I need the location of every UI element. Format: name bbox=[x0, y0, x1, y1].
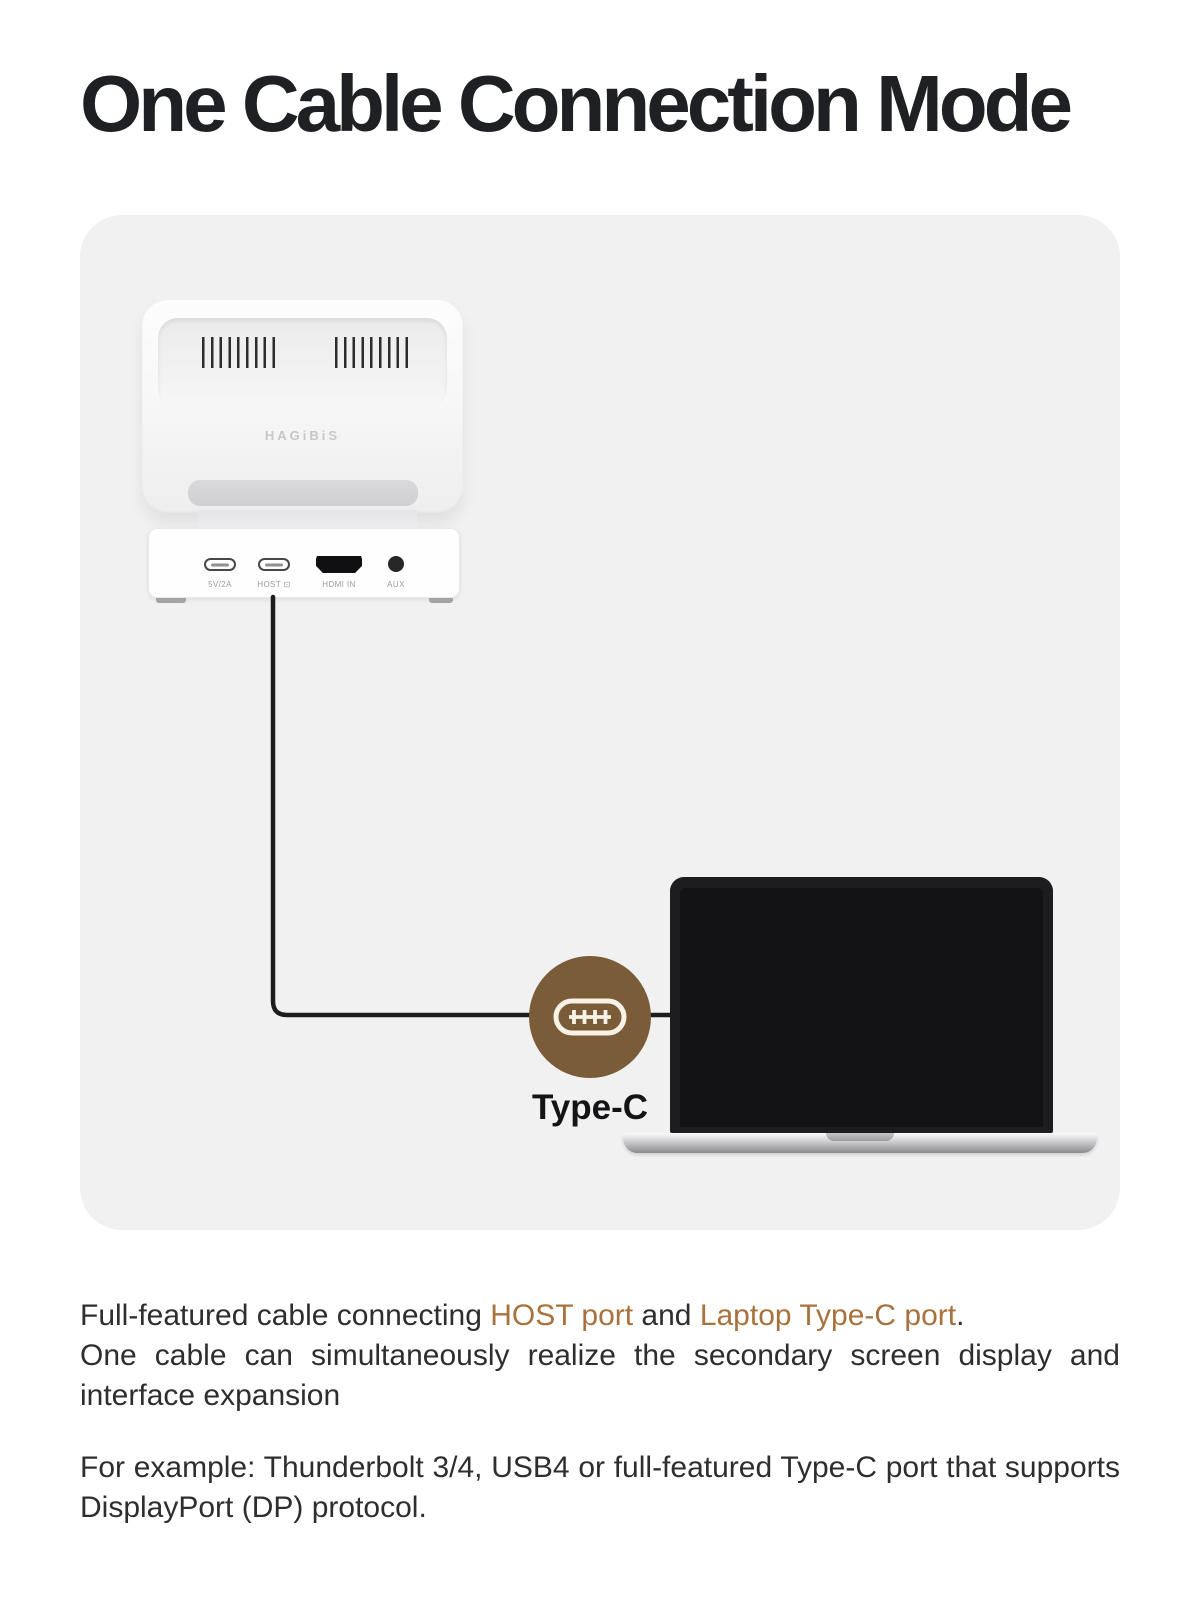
type-c-label: Type-C bbox=[531, 1088, 649, 1127]
host-port-highlight: HOST port bbox=[490, 1299, 634, 1332]
usb-c-port-host bbox=[258, 558, 290, 571]
port-label-hdmi-in: HDMI IN bbox=[322, 580, 356, 589]
vent-grille-right bbox=[335, 337, 408, 368]
brand-label: HAGiBiS bbox=[264, 428, 341, 443]
usb-c-connector-icon bbox=[553, 998, 627, 1036]
description-text: . bbox=[956, 1299, 965, 1332]
laptop-lid-notch bbox=[826, 1133, 894, 1141]
description-text: Full-featured cable connecting bbox=[80, 1299, 491, 1332]
laptop-typec-highlight: Laptop Type-C port bbox=[699, 1299, 957, 1332]
dock-base: 5V/2A HOST ⊡ HDMI IN AUX bbox=[148, 528, 460, 603]
type-c-badge bbox=[529, 956, 651, 1078]
laptop-base bbox=[623, 1133, 1097, 1153]
dock-foot-right bbox=[429, 598, 453, 603]
page-title: One Cable Connection Mode bbox=[80, 59, 1073, 148]
description-line2: One cable can simultaneously realize the… bbox=[80, 1339, 1120, 1412]
hdmi-in-port bbox=[316, 556, 362, 573]
dock-display-back: HAGiBiS bbox=[142, 300, 463, 513]
dock-stand-wedge bbox=[188, 480, 418, 506]
example-paragraph: For example: Thunderbolt 3/4, USB4 or fu… bbox=[80, 1451, 1120, 1524]
usb-c-port-5v2a bbox=[204, 558, 236, 571]
laptop-screen-panel bbox=[680, 888, 1043, 1127]
port-label-host: HOST ⊡ bbox=[257, 580, 291, 589]
aux-port bbox=[388, 556, 404, 572]
diagram-panel: HAGiBiS 5V/2A HOST ⊡ HDMI IN AUX bbox=[80, 215, 1120, 1230]
laptop-screen bbox=[670, 877, 1053, 1133]
description-paragraph: Full-featured cable connecting HOST port… bbox=[80, 1296, 1120, 1416]
description-text: and bbox=[633, 1299, 700, 1332]
vent-grille-left bbox=[202, 337, 275, 368]
port-label-aux: AUX bbox=[387, 580, 405, 589]
dock-foot-left bbox=[156, 598, 186, 603]
port-label-5v2a: 5V/2A bbox=[208, 580, 232, 589]
